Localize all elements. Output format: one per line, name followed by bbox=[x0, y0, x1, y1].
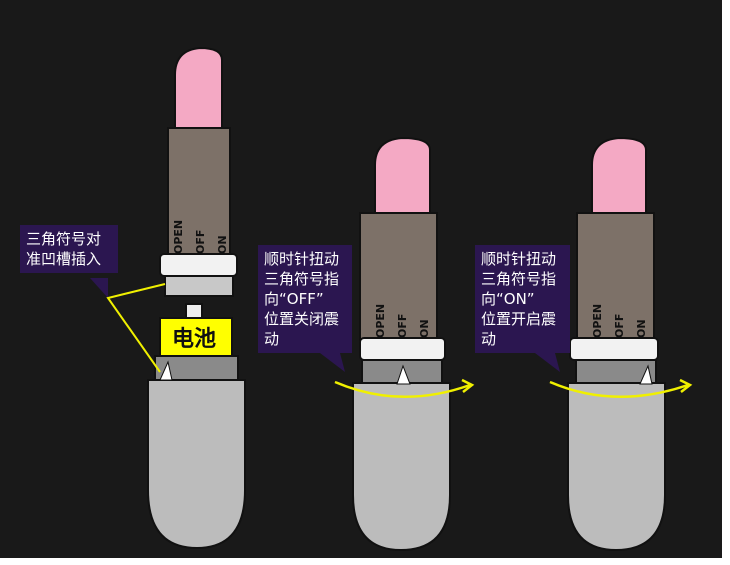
callout-line: 三角符号指 bbox=[264, 270, 340, 288]
callout-line: 动 bbox=[481, 330, 497, 348]
callout-line: 位置开启震 bbox=[481, 310, 557, 328]
callout-pointer bbox=[90, 278, 108, 298]
callout-line: 准凹槽插入 bbox=[26, 250, 102, 268]
rotate-arrow bbox=[334, 378, 475, 398]
lipstick-off bbox=[352, 136, 451, 552]
lipstick-base bbox=[567, 382, 666, 552]
callout-off: 顺时针扭动 三角符号指 向“OFF” 位置关闭震 动 bbox=[258, 245, 352, 353]
label-open: OPEN bbox=[172, 220, 185, 254]
callout-line: 位置关闭震 bbox=[264, 310, 340, 328]
callout-on: 顺时针扭动 三角符号指 向“ON” 位置开启震 动 bbox=[475, 245, 570, 353]
label-off: OFF bbox=[396, 314, 409, 338]
lipstick-tip bbox=[374, 136, 431, 216]
triangle-marker bbox=[396, 364, 411, 385]
triangle-marker bbox=[159, 360, 173, 381]
white-ring bbox=[159, 253, 238, 277]
callout-pointer bbox=[535, 353, 560, 372]
callout-line: 顺时针扭动 bbox=[264, 250, 340, 268]
label-off: OFF bbox=[194, 230, 207, 254]
lipstick-body bbox=[576, 212, 655, 341]
lipstick-body bbox=[359, 212, 438, 341]
callout-line: 三角符号指 bbox=[481, 270, 557, 288]
rotate-arrow bbox=[549, 378, 693, 399]
lipstick-tip bbox=[174, 46, 223, 131]
callout-line: 向“OFF” bbox=[264, 290, 324, 308]
callout-line: 顺时针扭动 bbox=[481, 250, 557, 268]
callout-pointer bbox=[320, 353, 345, 372]
callout-line: 向“ON” bbox=[481, 290, 535, 308]
collar bbox=[164, 275, 234, 297]
label-on: ON bbox=[418, 319, 431, 338]
lipstick-tip bbox=[591, 136, 647, 216]
lipstick-base bbox=[147, 379, 246, 550]
label-on: ON bbox=[216, 235, 229, 254]
white-ring bbox=[359, 337, 446, 361]
lipstick-on bbox=[567, 136, 666, 552]
callout-line: 三角符号对 bbox=[26, 230, 102, 248]
callout-line: 动 bbox=[264, 330, 280, 348]
lipstick-disassembled bbox=[147, 46, 246, 550]
lipstick-base bbox=[352, 382, 451, 552]
triangle-marker bbox=[639, 364, 653, 385]
body-labels-1: OPEN OFF ON bbox=[172, 220, 229, 254]
white-ring bbox=[569, 337, 659, 361]
label-open: OPEN bbox=[374, 304, 387, 338]
label-on: ON bbox=[635, 319, 648, 338]
label-off: OFF bbox=[613, 314, 626, 338]
body-labels-3: OPEN OFF ON bbox=[591, 304, 648, 338]
pointer-line bbox=[106, 283, 166, 373]
battery-label: 电池 bbox=[172, 327, 216, 352]
callout-insert: 三角符号对 准凹槽插入 bbox=[20, 225, 118, 273]
label-open: OPEN bbox=[591, 304, 604, 338]
body-labels-2: OPEN OFF ON bbox=[374, 304, 431, 338]
